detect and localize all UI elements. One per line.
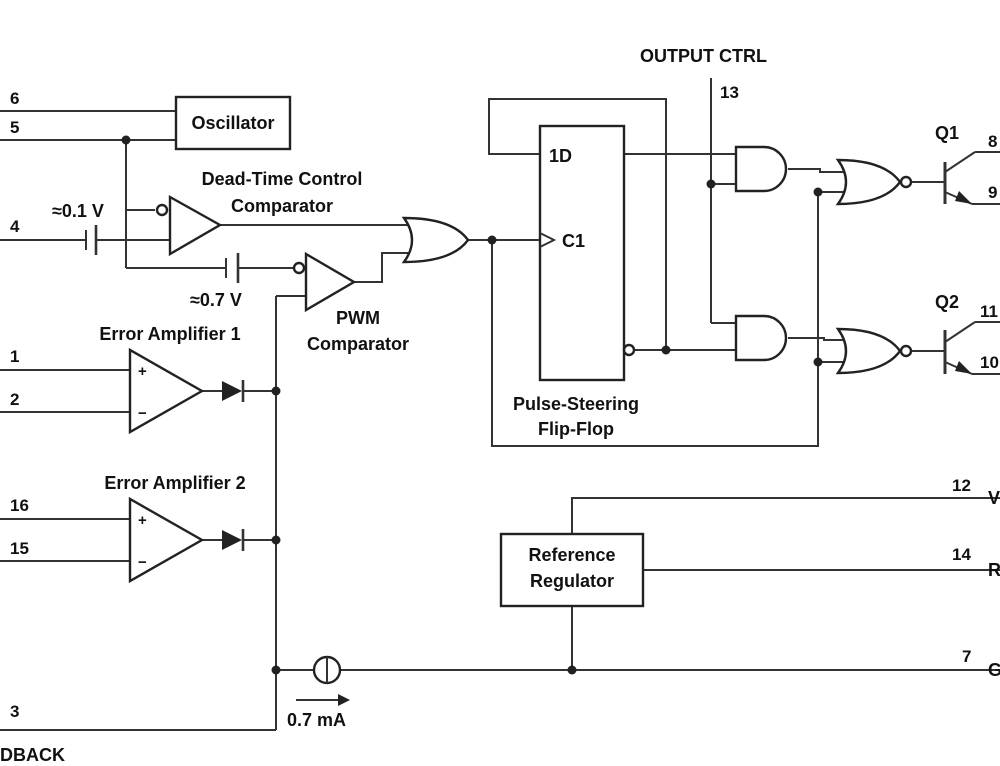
output-ctrl-label: OUTPUT CTRL [640,46,767,66]
q1-label: Q1 [935,123,959,143]
error-amp-2-label: Error Amplifier 2 [104,473,245,493]
flipflop-qbar-bubble [622,343,636,357]
annotation-0-1v: ≈0.1 V [52,201,104,221]
error-amp-1-plus: + [138,363,147,380]
diode-2 [222,529,245,551]
pin-2: 2 [10,390,19,409]
pin-11: 11 [980,302,998,321]
ref-label-line2: Regulator [530,571,614,591]
vcc-label: V [988,488,1000,508]
pin-6: 6 [10,89,19,108]
pin-16: 16 [10,496,29,515]
diode-1 [222,380,245,402]
current-arrow-icon [296,694,350,706]
oscillator-label: Oscillator [191,113,274,133]
error-amp-2-minus: − [138,554,147,571]
error-amplifier-1 [128,347,205,435]
error-amplifier-2 [128,496,205,584]
flipflop-label-line1: Pulse-Steering [513,394,639,414]
current-source-icon [312,655,342,685]
nor-gate-lower-bubble [899,344,913,358]
pin-10: 10 [980,353,999,372]
flipflop-d-label: 1D [549,146,572,166]
error-amp-1-minus: − [138,405,147,422]
feedback-label: DBACK [0,745,65,765]
error-amp-2-plus: + [138,512,147,529]
pulse-steering-flipflop [538,124,626,382]
pin-12: 12 [952,476,971,495]
q2-label: Q2 [935,292,959,312]
pin-5: 5 [10,118,19,137]
pin-3: 3 [10,702,19,721]
oscillator-block [174,95,292,151]
dead-time-inverting-bubble [155,203,169,217]
and-gate-upper [734,145,788,193]
q1-emitter-arrow-icon [955,191,972,204]
ref-out-label: R [988,560,1000,580]
source-0-1v [85,225,98,255]
nor-gate-upper-bubble [899,175,913,189]
flipflop-clk-label: C1 [562,231,585,251]
reference-regulator-block [499,532,645,608]
pin-15: 15 [10,539,29,558]
source-0-7v [225,253,240,283]
junction-dots [121,135,823,675]
and-gate-lower [734,314,788,362]
annotation-current: 0.7 mA [287,710,346,730]
dead-time-label-line2: Comparator [231,196,333,216]
pwm-label-line2: Comparator [307,334,409,354]
or-gate [401,216,470,264]
pin-13: 13 [720,83,739,102]
nor-gate-lower [835,327,902,375]
annotation-0-7v: ≈0.7 V [190,290,242,310]
pin-9: 9 [988,183,997,202]
nor-gate-upper [835,158,902,206]
pin-4: 4 [10,217,20,236]
error-amp-1-label: Error Amplifier 1 [99,324,240,344]
pwm-label-line1: PWM [336,308,380,328]
pwm-inverting-bubble [292,261,306,275]
pin-8: 8 [988,132,997,151]
gnd-label: G [988,660,1000,680]
pin-1: 1 [10,347,19,366]
clock-edge-icon [539,232,557,248]
pin-7: 7 [962,647,971,666]
pwm-comparator [304,251,357,313]
dead-time-comparator [168,194,223,257]
wires [0,78,1000,731]
ref-label-line1: Reference [528,545,615,565]
flipflop-label-line2: Flip-Flop [538,419,614,439]
q2-emitter-arrow-icon [955,361,972,374]
dead-time-label-line1: Dead-Time Control [202,169,363,189]
pin-14: 14 [952,545,971,564]
